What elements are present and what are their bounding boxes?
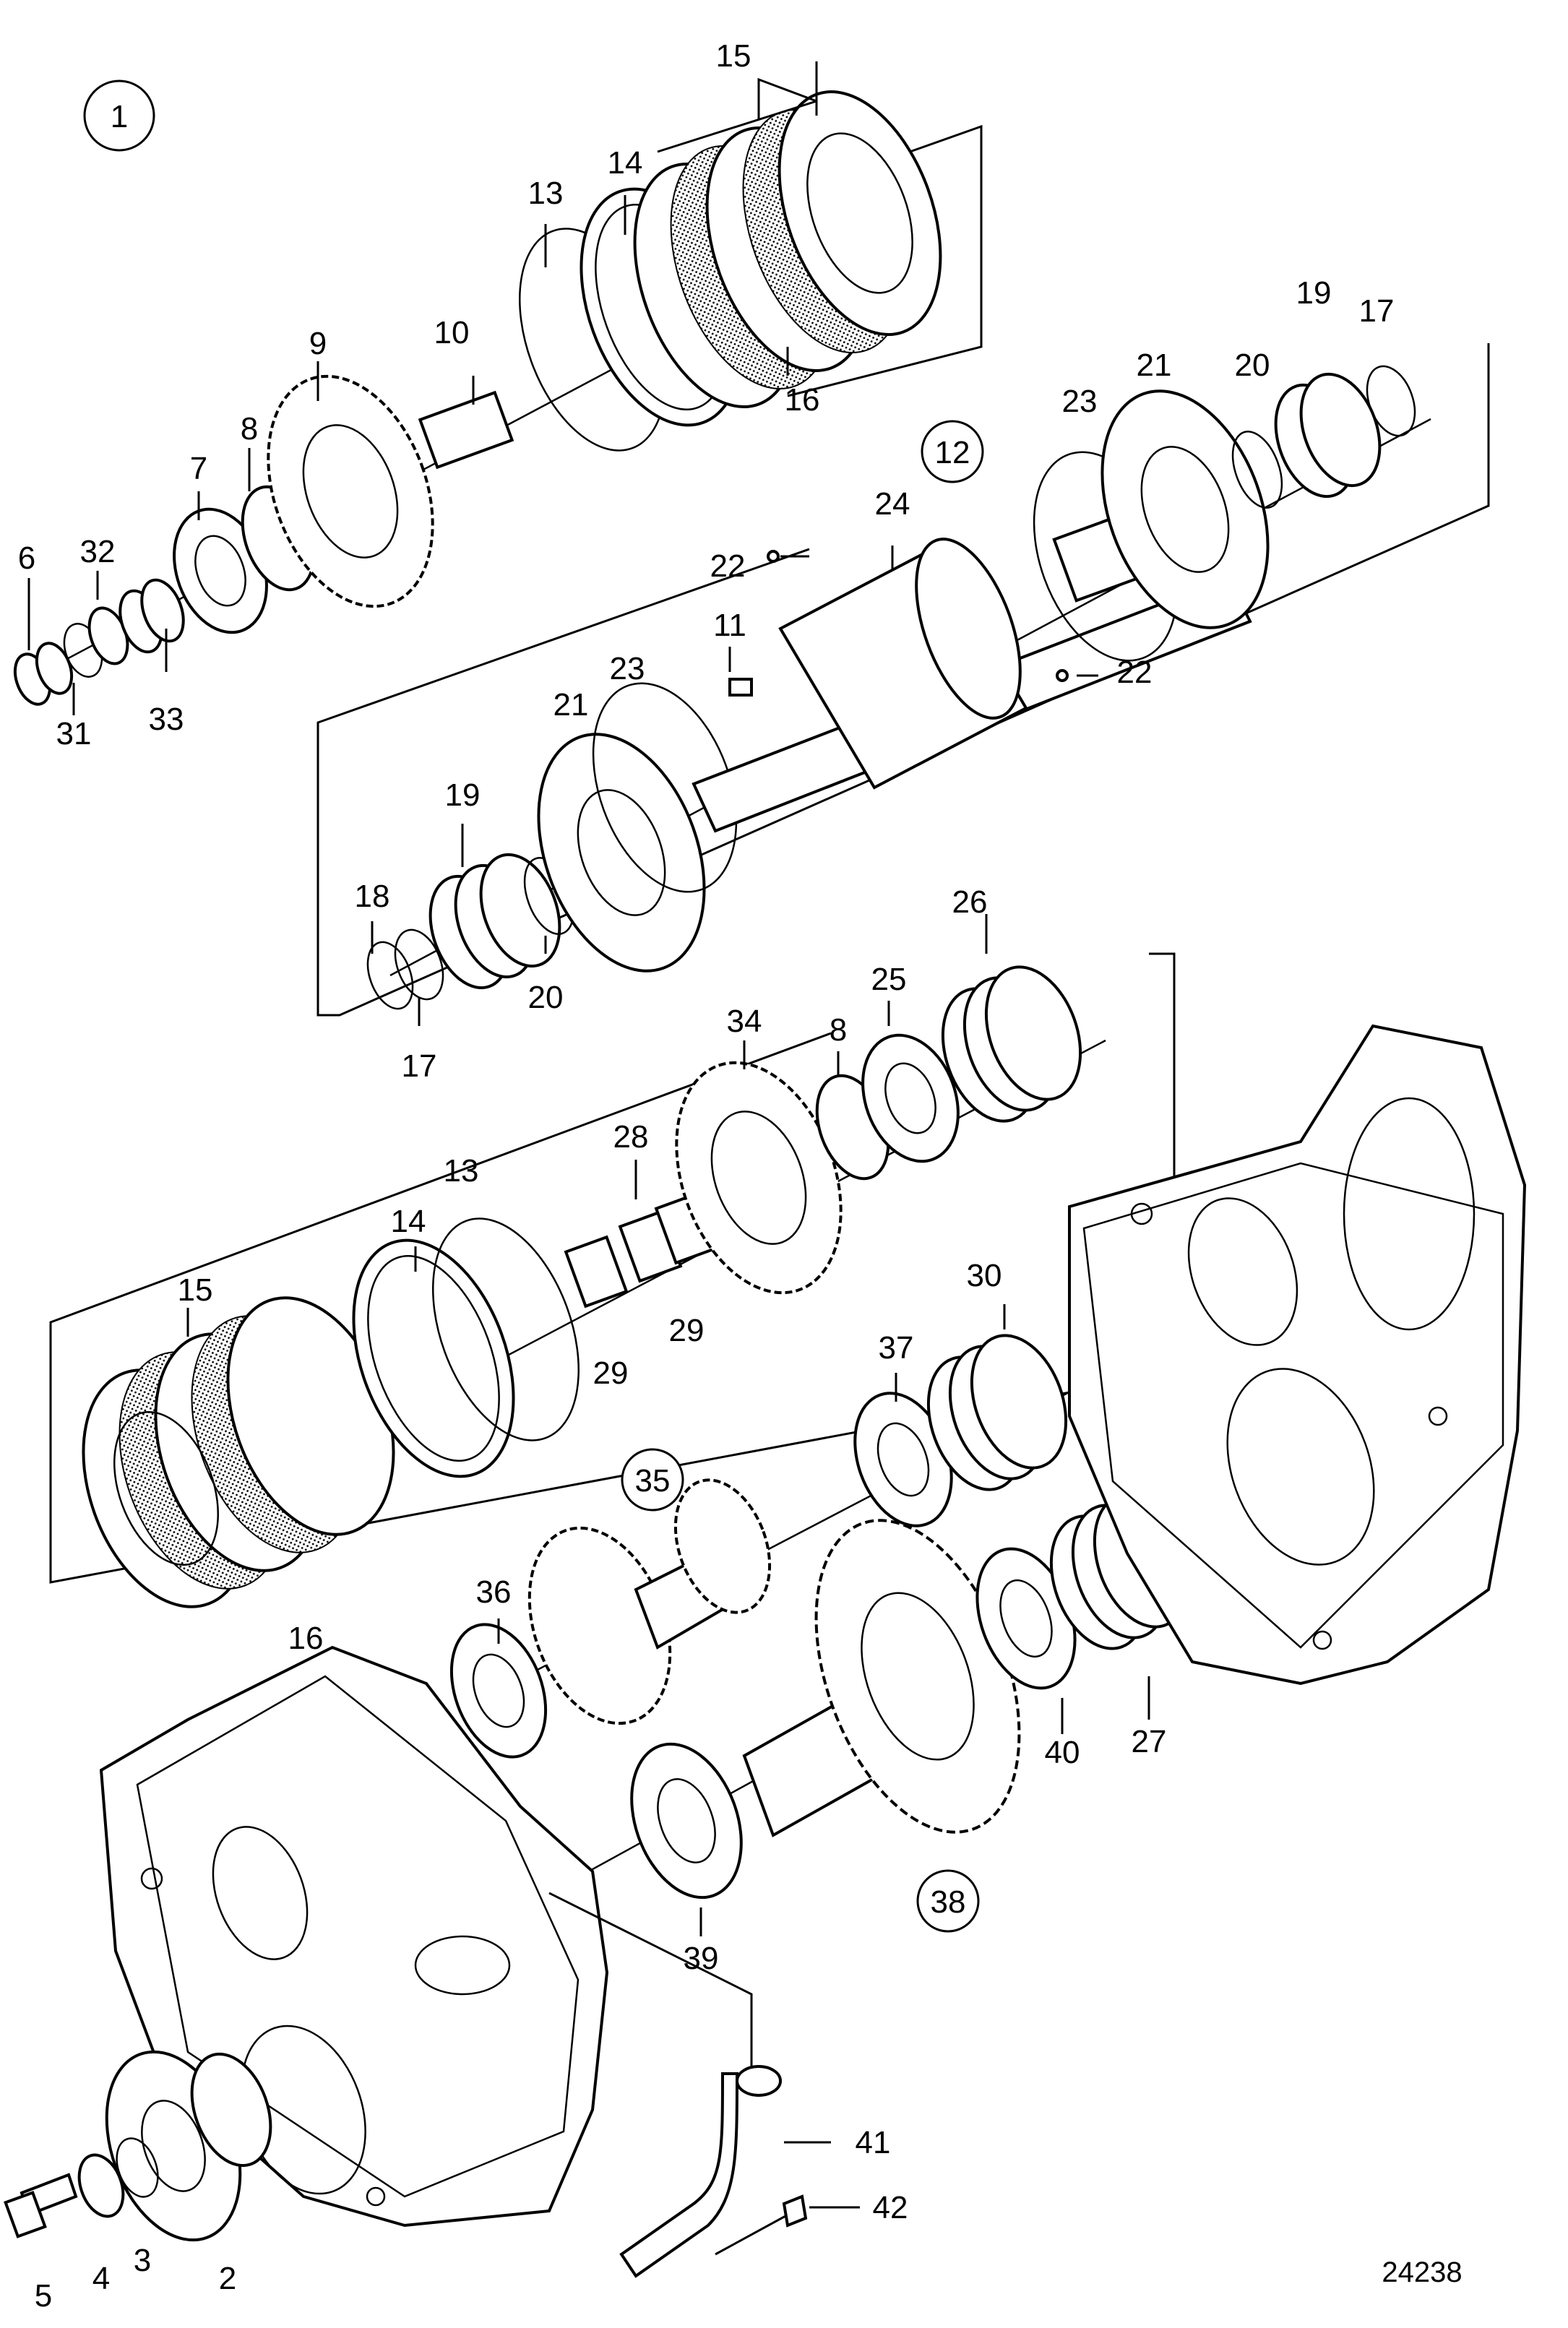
part-label: 14	[608, 145, 643, 181]
part-label: 23	[610, 651, 645, 686]
part-label: 29	[593, 1355, 629, 1391]
part-label: 40	[1045, 1735, 1080, 1770]
part-label: 19	[445, 777, 481, 813]
part-label: 36	[476, 1574, 512, 1610]
part-label: 34	[727, 1004, 762, 1039]
part-label: 3	[134, 2243, 151, 2278]
part-label: 25	[871, 962, 907, 997]
part-label: 42	[873, 2190, 908, 2225]
callout-circle-35	[621, 1448, 684, 1512]
part-label: 13	[528, 176, 564, 211]
part-label: 14	[391, 1204, 426, 1239]
part-label: 18	[355, 879, 390, 914]
callout-circle-38	[916, 1869, 980, 1933]
group-frame-shaft-assembly	[316, 343, 1490, 1017]
callout-circle-1	[83, 79, 155, 152]
group-frame-lower-assembly	[49, 952, 1176, 1584]
part-label: 8	[830, 1012, 847, 1048]
part-label: 20	[1235, 348, 1270, 383]
part-label: 7	[190, 451, 207, 486]
part-label: 21	[1137, 348, 1172, 383]
rear-housing	[1068, 1024, 1527, 1686]
callout-label-38: 38	[931, 1884, 966, 1920]
part-label: 30	[967, 1258, 1002, 1293]
leader-lines	[27, 61, 1150, 2209]
part-label: 22	[1117, 655, 1153, 690]
group-callouts: 1 12 35 38	[83, 79, 984, 1933]
part-label: 20	[528, 980, 564, 1015]
part-label: 16	[288, 1621, 324, 1656]
part-label: 6	[18, 540, 35, 576]
part-label: 37	[879, 1330, 914, 1366]
part-label: 4	[92, 2261, 110, 2296]
part-label: 32	[80, 534, 116, 569]
part-label: 19	[1296, 275, 1332, 311]
callout-label-12: 12	[935, 435, 970, 470]
part-label: 17	[1359, 293, 1395, 329]
part-label: 41	[856, 2125, 891, 2160]
shaft-gear-assembly	[449, 1277, 1287, 1900]
part-label: 21	[553, 687, 589, 723]
drain-hose-assembly	[548, 1892, 808, 2278]
part-label: 24	[875, 486, 910, 522]
part-label: 10	[434, 315, 470, 350]
part-label: 8	[241, 411, 258, 447]
part-label: 13	[444, 1153, 479, 1189]
callout-label-1: 1	[111, 99, 128, 134]
part-label: 17	[402, 1048, 437, 1084]
part-label: 16	[785, 382, 820, 418]
part-label: 23	[1062, 384, 1098, 419]
part-label: 5	[35, 2278, 52, 2314]
part-label: 26	[952, 884, 988, 920]
part-label: 27	[1132, 1724, 1167, 1759]
output-flange	[4, 2050, 272, 2242]
part-labels: 2 3 4 5 6 7 8 8 9 10 11 13 13 14 14 15 1…	[18, 38, 1395, 2314]
lower-assembly	[82, 965, 1106, 1608]
part-label: 9	[309, 326, 327, 361]
middle-shaft-assembly	[366, 365, 1431, 1010]
figure-number: 24238	[1382, 2256, 1462, 2288]
part-label: 29	[669, 1313, 705, 1348]
part-label: 15	[178, 1272, 213, 1308]
part-label: 39	[684, 1941, 719, 1976]
part-label: 15	[716, 38, 751, 74]
part-label: 31	[56, 716, 92, 751]
part-label: 33	[149, 702, 184, 737]
part-label: 22	[710, 548, 746, 584]
part-label: 2	[219, 2261, 236, 2296]
part-label: 11	[713, 608, 746, 643]
callout-circle-12	[921, 420, 984, 483]
callout-label-35: 35	[635, 1463, 671, 1499]
part-label: 28	[613, 1119, 649, 1155]
